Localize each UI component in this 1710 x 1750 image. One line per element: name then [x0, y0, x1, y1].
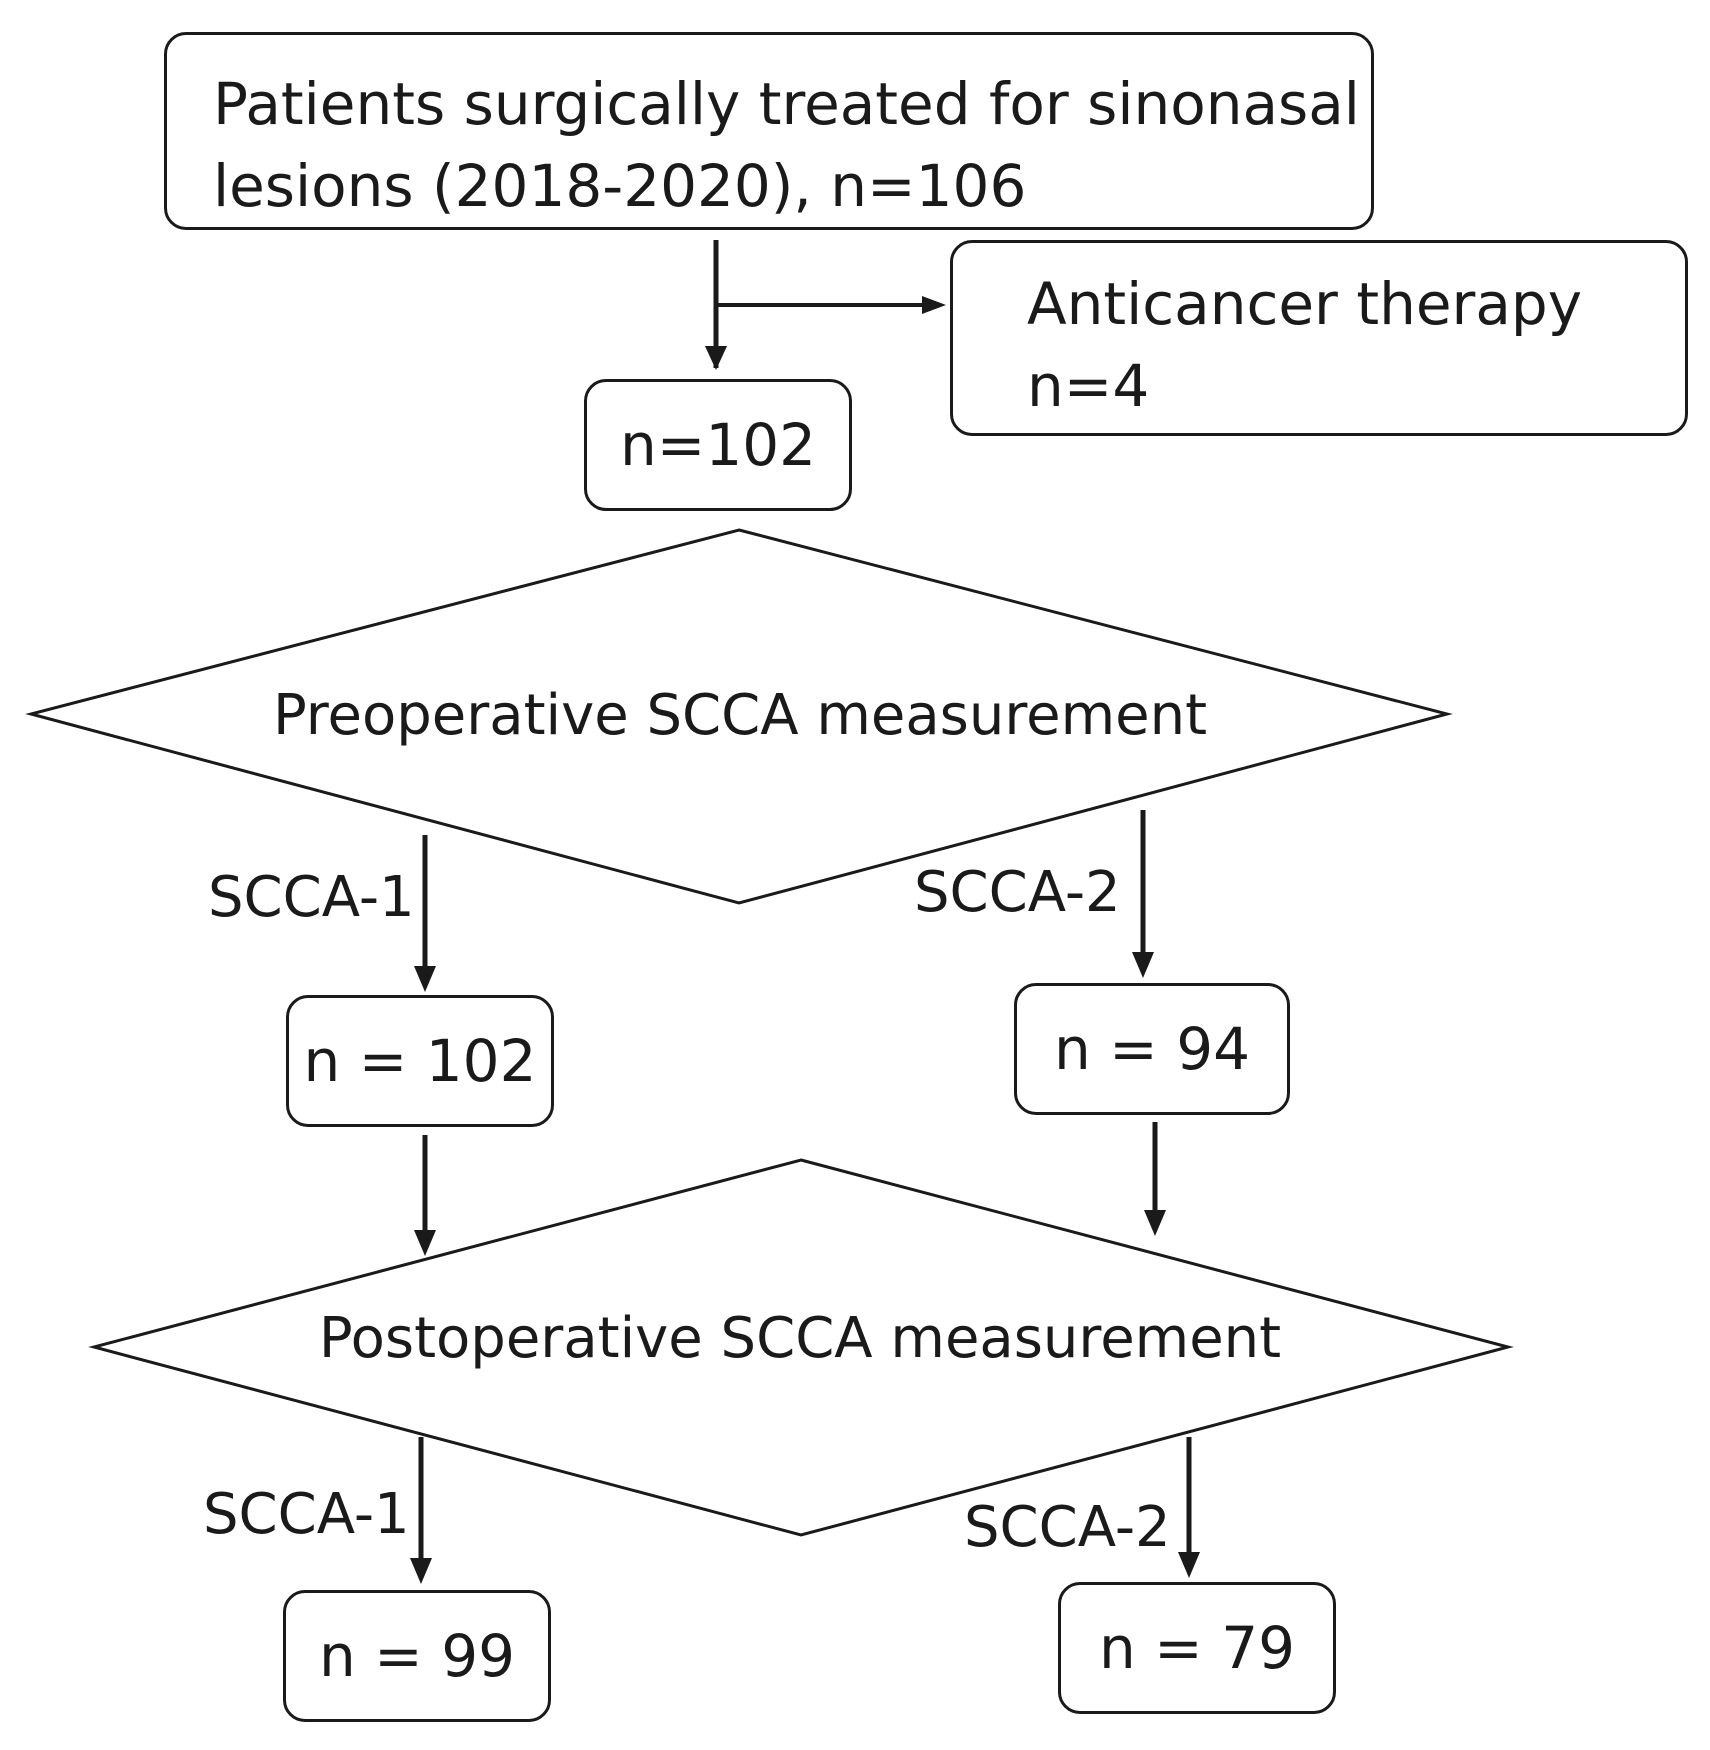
- postop-scca1-box: n = 99: [283, 1590, 551, 1722]
- postop-scca1-label: SCCA-1: [203, 1482, 410, 1547]
- postop-diamond-label: Postoperative SCCA measurement: [318, 1306, 1282, 1371]
- arrowhead-preop-scca1: [414, 966, 436, 992]
- preop-diamond-label: Preoperative SCCA measurement: [272, 683, 1208, 748]
- arrowhead-scca1-to-postop: [414, 1230, 436, 1256]
- included-box: n=102: [584, 379, 852, 511]
- arrowhead-to-excluded: [922, 296, 946, 314]
- arrowhead-scca2-to-postop: [1144, 1210, 1166, 1236]
- postop-scca1-box-text: n = 99: [318, 1622, 516, 1690]
- arrowhead-preop-scca2: [1132, 952, 1154, 978]
- preop-scca2-box-text: n = 94: [1053, 1015, 1251, 1083]
- postop-scca2-box-text: n = 79: [1098, 1614, 1296, 1682]
- included-box-text: n=102: [619, 411, 817, 479]
- preop-scca2-label: SCCA-2: [914, 860, 1121, 925]
- excluded-box-line1: Anticancer therapy: [1027, 270, 1583, 338]
- arrowhead-postop-scca2: [1178, 1552, 1200, 1578]
- excluded-box-line2: n=4: [1027, 352, 1150, 420]
- preop-scca1-box-text: n = 102: [303, 1027, 537, 1095]
- postop-scca2-box: n = 79: [1058, 1582, 1336, 1714]
- preop-diamond-shape: [25, 528, 1453, 905]
- arrowhead-start-to-included: [705, 346, 727, 370]
- preop-scca2-box: n = 94: [1014, 983, 1290, 1115]
- excluded-box: Anticancer therapy n=4: [950, 240, 1688, 436]
- preop-scca1-box: n = 102: [286, 995, 554, 1127]
- postop-diamond-shape: [88, 1158, 1514, 1537]
- arrowhead-postop-scca1: [410, 1558, 432, 1584]
- start-box-line2: lesions (2018-2020), n=106: [213, 152, 1027, 220]
- preop-scca1-label: SCCA-1: [208, 865, 415, 930]
- postop-scca2-label: SCCA-2: [964, 1495, 1171, 1560]
- start-box: Patients surgically treated for sinonasa…: [164, 32, 1374, 230]
- start-box-line1: Patients surgically treated for sinonasa…: [213, 70, 1360, 138]
